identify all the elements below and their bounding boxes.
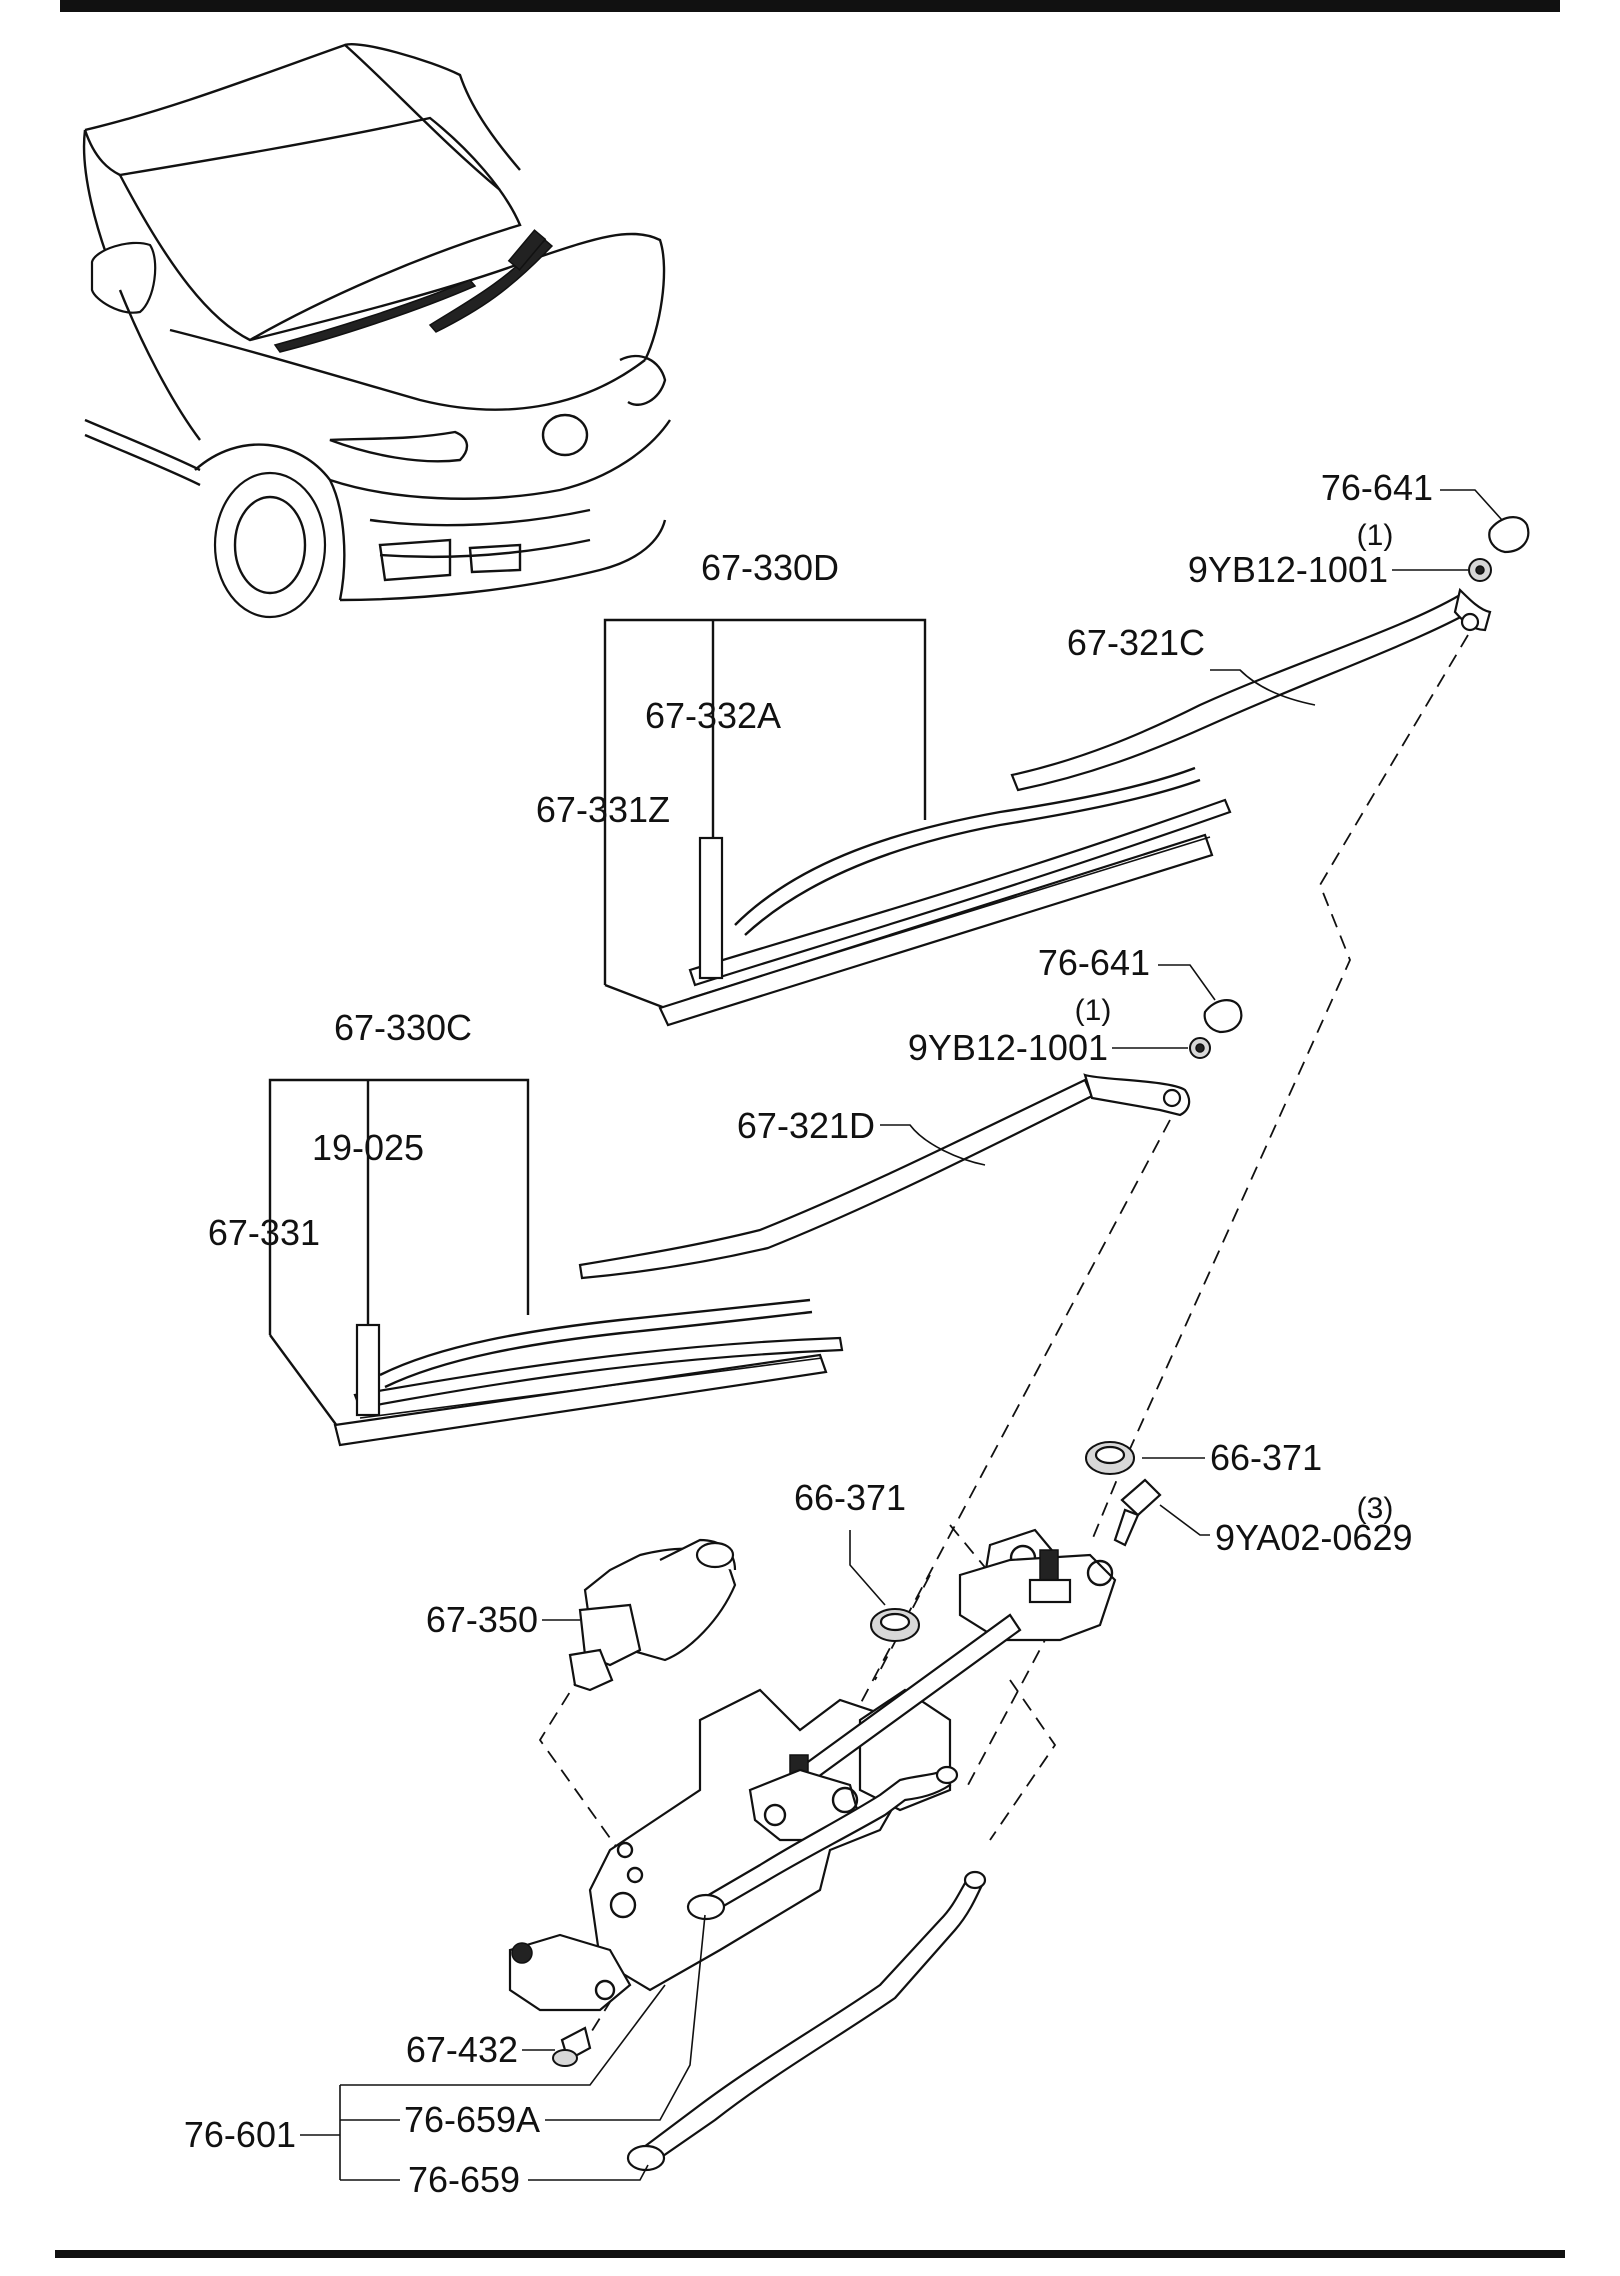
label-arm-upper: 67-321C <box>1067 622 1205 663</box>
label-blade-lower-insert: 67-331 <box>208 1212 320 1253</box>
top-rule <box>60 0 1560 12</box>
label-blade-upper-insert: 67-331Z <box>536 789 670 830</box>
label-bolt-qty: (3) <box>1357 1492 1394 1525</box>
label-link-a: 76-659A <box>404 2099 540 2140</box>
label-nut-upper: 9YB12-1001 <box>1188 549 1388 590</box>
label-blade-lower-assy: 67-330C <box>334 1007 472 1048</box>
label-link-assy: 76-601 <box>184 2114 296 2155</box>
label-blade-lower-rubber: 19-025 <box>312 1127 424 1168</box>
label-arm-lower: 67-321D <box>737 1105 875 1146</box>
vehicle-illustration <box>82 43 671 619</box>
label-bolt-lower: 67-432 <box>406 2029 518 2070</box>
label-blade-upper-rubber: 67-332A <box>645 695 781 736</box>
label-nut-upper-qty: (1) <box>1357 519 1394 552</box>
linkage-assembly <box>300 1441 1210 2181</box>
label-link-b: 76-659 <box>408 2159 520 2200</box>
label-bolt: 9YA02-0629 <box>1215 1517 1413 1558</box>
label-cap-lower: 76-641 <box>1038 942 1150 983</box>
lower-wiper-group <box>268 964 1243 1447</box>
label-nut-lower: 9YB12-1001 <box>908 1027 1108 1068</box>
bottom-rule <box>55 2250 1565 2258</box>
label-blade-upper-assy: 67-330D <box>701 547 839 588</box>
label-seal-right: 66-371 <box>1210 1437 1322 1478</box>
upper-wiper-group <box>603 489 1530 1027</box>
label-nut-lower-qty: (1) <box>1075 994 1112 1027</box>
label-cap-upper: 76-641 <box>1321 467 1433 508</box>
label-seal-left: 66-371 <box>794 1477 906 1518</box>
label-motor: 67-350 <box>426 1599 538 1640</box>
